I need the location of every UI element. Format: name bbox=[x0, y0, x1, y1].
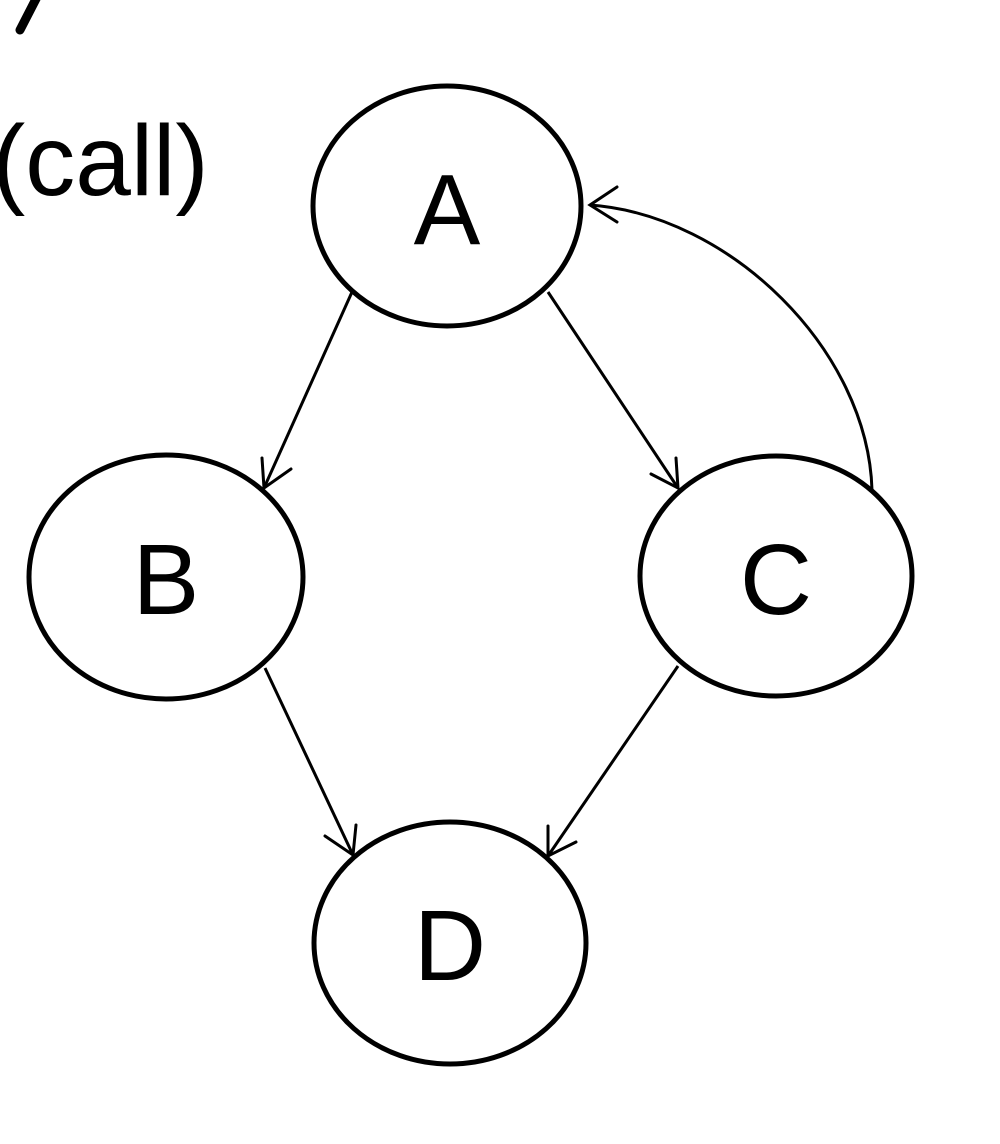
node-b-ellipse bbox=[26, 452, 306, 702]
arrowhead-c-to-a bbox=[587, 185, 619, 224]
node-d: D bbox=[311, 819, 589, 1067]
node-a: A bbox=[310, 83, 584, 329]
node-a-label: A bbox=[414, 154, 481, 266]
cropped-text-fragment bbox=[15, 0, 41, 35]
node-d-ellipse bbox=[311, 819, 589, 1067]
edge-c-to-a bbox=[589, 203, 874, 491]
node-c: C bbox=[637, 453, 915, 699]
node-b: B bbox=[26, 452, 306, 702]
arrowhead-a-to-c bbox=[649, 456, 680, 491]
node-c-label: C bbox=[740, 524, 812, 636]
edge-a-to-c bbox=[546, 291, 680, 489]
edge-c-to-d bbox=[546, 665, 680, 857]
arrowhead-a-to-b bbox=[260, 456, 293, 491]
edge-b-to-d bbox=[263, 667, 355, 856]
node-c-ellipse bbox=[637, 453, 915, 699]
edges bbox=[260, 185, 874, 859]
call-caption: (call) bbox=[0, 105, 209, 217]
edge-a-to-b bbox=[262, 291, 354, 489]
node-d-label: D bbox=[414, 890, 486, 1002]
node-a-ellipse bbox=[310, 83, 584, 329]
node-b-label: B bbox=[133, 524, 200, 636]
